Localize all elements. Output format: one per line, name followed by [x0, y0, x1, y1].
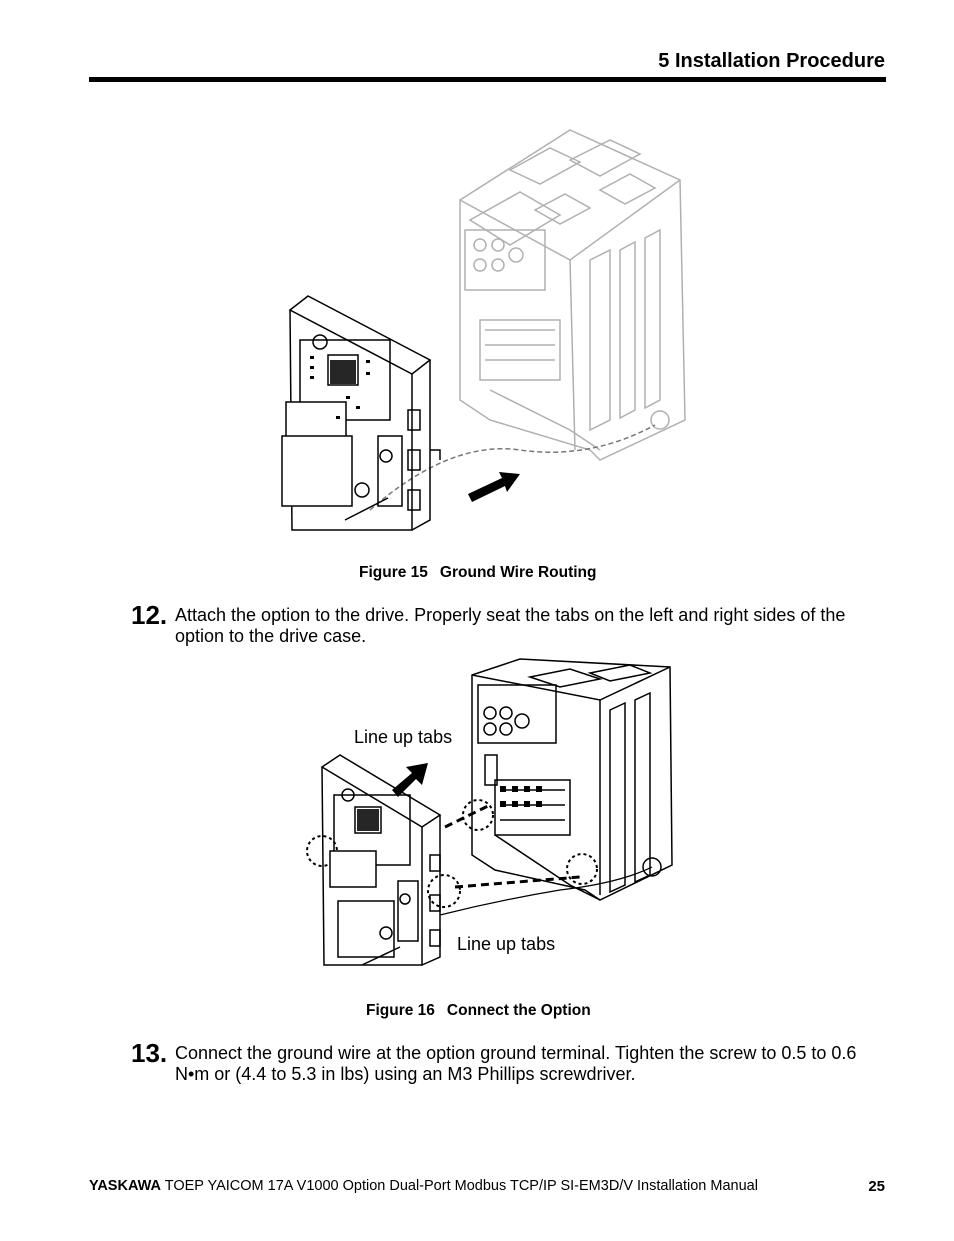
option-components — [310, 356, 370, 419]
drive-outline — [459, 129, 686, 461]
figure-16-title: Connect the Option — [446, 1002, 591, 1019]
option-chip — [357, 809, 379, 831]
step-13-number: 13. — [131, 1038, 168, 1068]
option-card-fig16 — [320, 754, 442, 966]
drive-outline-dark — [471, 658, 673, 901]
alignment-line-top — [444, 803, 491, 829]
ground-wire-routing-drawing — [281, 129, 686, 531]
callout-line-up-tabs-bottom: Line up tabs — [457, 934, 556, 954]
ground-wire — [369, 424, 656, 511]
footer-brand: YASKAWA — [89, 1178, 161, 1194]
figure-15-caption: Figure 15 Ground Wire Routing — [359, 564, 596, 582]
figure-15-illustration — [270, 120, 710, 540]
footer-doc-title: TOEP YAICOM 17A V1000 Option Dual-Port M… — [160, 1178, 758, 1194]
drive-tab-circle-right — [566, 853, 598, 885]
alignment-line-bottom — [454, 875, 581, 889]
section-title: 5 Installation Procedure — [658, 50, 885, 72]
figure-15-title: Ground Wire Routing — [439, 564, 597, 581]
pull-arrow — [468, 472, 520, 502]
step-12-number: 12. — [131, 600, 168, 630]
callout-line-up-tabs-top: Line up tabs — [354, 727, 453, 747]
figure-15-number: Figure 15 — [359, 564, 428, 581]
step-12-text: Attach the option to the drive. Properly… — [175, 605, 846, 646]
option-card — [281, 295, 441, 531]
connect-option-drawing — [306, 658, 673, 966]
footer: YASKAWA TOEP YAICOM 17A V1000 Option Dua… — [89, 1178, 758, 1194]
figure-16-caption: Figure 16 Connect the Option — [366, 1002, 591, 1020]
step-13-text: Connect the ground wire at the option gr… — [175, 1043, 857, 1084]
header-rule — [89, 77, 886, 82]
figure-16-illustration — [300, 655, 680, 975]
drive-tab-circle-left — [462, 799, 494, 831]
tab-circle-right — [427, 874, 461, 908]
figure-16-number: Figure 16 — [366, 1002, 435, 1019]
drive-terminals — [500, 786, 542, 807]
ground-wire-fig16 — [439, 866, 653, 916]
up-arrow — [392, 763, 428, 797]
page-number: 25 — [868, 1178, 885, 1195]
